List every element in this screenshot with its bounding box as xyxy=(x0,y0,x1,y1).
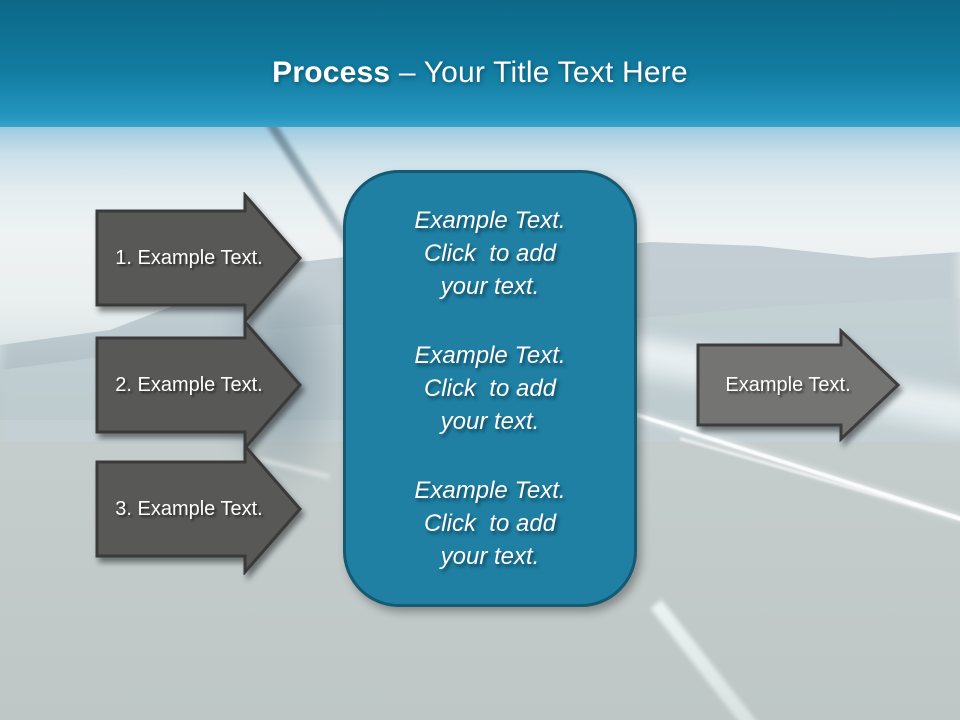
process-step-arrow-3[interactable]: 3. Example Text. xyxy=(94,443,304,575)
process-step-arrow-1[interactable]: 1. Example Text. xyxy=(94,192,304,324)
step-label: 1. Example Text. xyxy=(115,246,263,269)
arrow-right-shape xyxy=(95,192,302,324)
road-lane-line-2 xyxy=(679,437,960,523)
step-label: 3. Example Text. xyxy=(115,497,263,520)
slide-title[interactable]: Process – Your Title Text Here xyxy=(0,56,960,90)
title-bar: Process – Your Title Text Here xyxy=(0,0,960,127)
result-arrow-label: Example Text. xyxy=(725,373,851,396)
process-step-arrow-2[interactable]: 2. Example Text. xyxy=(94,319,304,451)
arrow-right-shape xyxy=(95,319,302,451)
placeholder-text-block[interactable]: Example Text. Click to add your text. xyxy=(414,477,566,570)
placeholder-text-block[interactable]: Example Text. Click to add your text. xyxy=(414,207,566,300)
step-label: 2. Example Text. xyxy=(115,373,263,396)
slide-title-rest: – Your Title Text Here xyxy=(398,56,688,89)
result-arrow[interactable]: Example Text. xyxy=(695,328,901,442)
arrow-right-shape xyxy=(696,328,901,442)
road-center-stripe xyxy=(650,599,764,720)
slide-title-keyword: Process xyxy=(272,56,391,89)
placeholder-text-block[interactable]: Example Text. Click to add your text. xyxy=(414,342,566,435)
process-detail-box[interactable]: Example Text. Click to add your text. Ex… xyxy=(343,170,637,607)
arrow-right-shape xyxy=(95,443,302,575)
